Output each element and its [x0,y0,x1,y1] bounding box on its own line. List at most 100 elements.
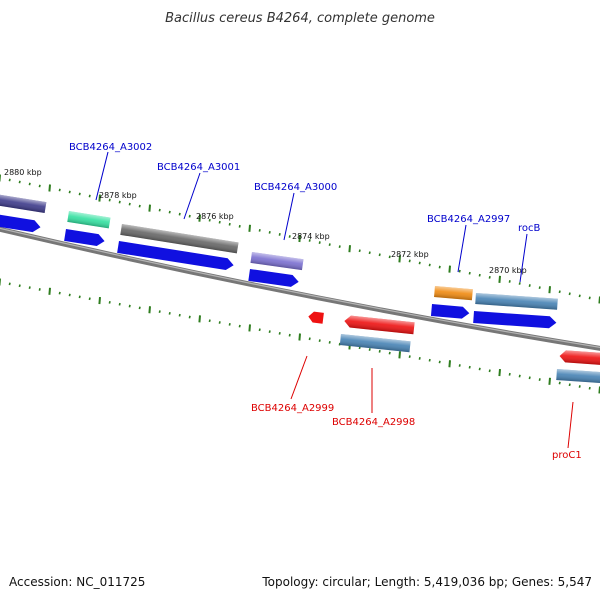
tick-mark [418,357,421,360]
label-bcb4264-a3000[interactable]: BCB4264_A3000 [254,182,337,193]
tick-mark [78,295,81,299]
genome-backbone [0,226,600,351]
tick-mark [208,319,211,323]
tick-label-2870: 2870 kbp [489,266,527,275]
tick-mark [418,261,421,265]
tick-mark [408,355,411,359]
tick-mark [18,284,21,288]
label-bcb4264-a3002[interactable]: BCB4264_A3002 [69,142,152,153]
tick-mark [148,306,151,314]
tick-mark [458,269,461,273]
tick-mark [178,212,181,216]
tick-mark [308,239,311,242]
tick-mark [488,369,491,373]
tick-mark [358,249,361,253]
tick-label-2874: 2874 kbp [292,232,330,241]
tick-mark [138,204,141,208]
tick-mark [228,222,231,226]
gene-bcb4264-a2999[interactable] [308,311,324,324]
label-bcb4264-a2999[interactable]: BCB4264_A2999 [251,403,334,414]
tick-mark [208,218,211,222]
tick-label-2876: 2876 kbp [196,212,234,221]
gene-bcb4264-a2998[interactable] [344,315,415,335]
tick-mark [68,293,71,297]
tick-mark [58,188,61,192]
tick-mark [528,376,531,380]
label-rocb[interactable]: rocB [518,223,541,234]
cds-arrow-bcb4264-a2997[interactable] [430,304,470,319]
gene-bcb4264-a3000[interactable] [250,252,304,271]
tick-mark [8,282,11,286]
tick-mark [288,235,291,238]
tick-mark [578,294,581,298]
gene-rocb[interactable] [475,293,558,310]
tick-mark [558,381,561,385]
tick-mark [128,304,131,308]
tick-mark [258,228,261,232]
tick-mark [48,184,51,192]
tick-mark [48,287,51,295]
tick-mark [168,210,171,214]
gene-bcb4264-a3002[interactable] [67,211,111,229]
gene-proc1[interactable] [559,350,600,366]
tick-mark [318,339,321,342]
tick-mark [588,296,591,300]
gene-unlabeled-left[interactable] [0,194,47,213]
tick-mark [78,192,81,196]
label-bcb4264-a2997[interactable]: BCB4264_A2997 [427,214,510,225]
tick-mark [18,180,21,184]
tick-mark [248,224,251,232]
tick-mark [388,351,391,355]
label-bcb4264-a2998[interactable]: BCB4264_A2998 [332,417,415,428]
tick-mark [98,296,101,305]
tick-mark [478,367,481,371]
tick-mark [128,202,131,206]
cds-arrow-bcb4264-a3001[interactable] [117,241,234,271]
genome-summary-text: Topology: circular; Length: 5,419,036 bp… [261,575,592,589]
tick-mark [368,348,371,351]
tick-mark [168,312,171,315]
tick-mark [38,184,41,188]
tick-mark [568,292,571,296]
gene-proc1-box[interactable] [556,369,600,384]
tick-mark [548,377,551,385]
tick-mark [158,310,161,313]
leader-lines [95,151,574,449]
genome-backbone-highlight [0,227,600,348]
tick-mark [188,214,191,218]
tick-mark [288,333,291,337]
tick-mark [278,332,281,335]
tick-mark [568,383,571,387]
tick-mark [498,368,501,377]
cds-arrow-rocb[interactable] [473,311,557,329]
gene-bcb4264-a2997[interactable] [434,286,473,301]
tick-mark [378,253,381,257]
label-bcb4264-a3001[interactable]: BCB4264_A3001 [157,162,240,173]
label-proc1[interactable]: proC1 [552,450,582,461]
tick-mark [428,358,431,362]
tick-mark [538,378,541,381]
tick-mark [528,284,531,287]
tick-mark [278,233,281,236]
cds-arrow-left[interactable] [0,214,41,233]
tick-mark [148,204,151,212]
gene-bcb4264-a3001[interactable] [120,224,239,254]
tick-mark [408,259,411,263]
tick-mark [108,301,111,304]
tick-mark [108,198,111,202]
tick-mark [28,182,31,186]
inner-tick-row [0,278,600,394]
tick-mark [298,234,301,243]
tick-mark [238,324,241,328]
tick-mark [498,275,501,283]
cds-arrow-bcb4264-a3002[interactable] [64,229,105,247]
tick-mark [488,275,491,279]
tick-mark [58,291,61,295]
tick-mark [228,322,231,326]
cds-arrow-bcb4264-a3000[interactable] [248,269,299,288]
tick-mark [138,306,141,310]
gene-bcb4264-a2998-box[interactable] [339,334,411,353]
tick-mark [558,290,561,294]
tick-mark [508,372,511,376]
accession-text: Accession: NC_011725 [9,575,145,589]
